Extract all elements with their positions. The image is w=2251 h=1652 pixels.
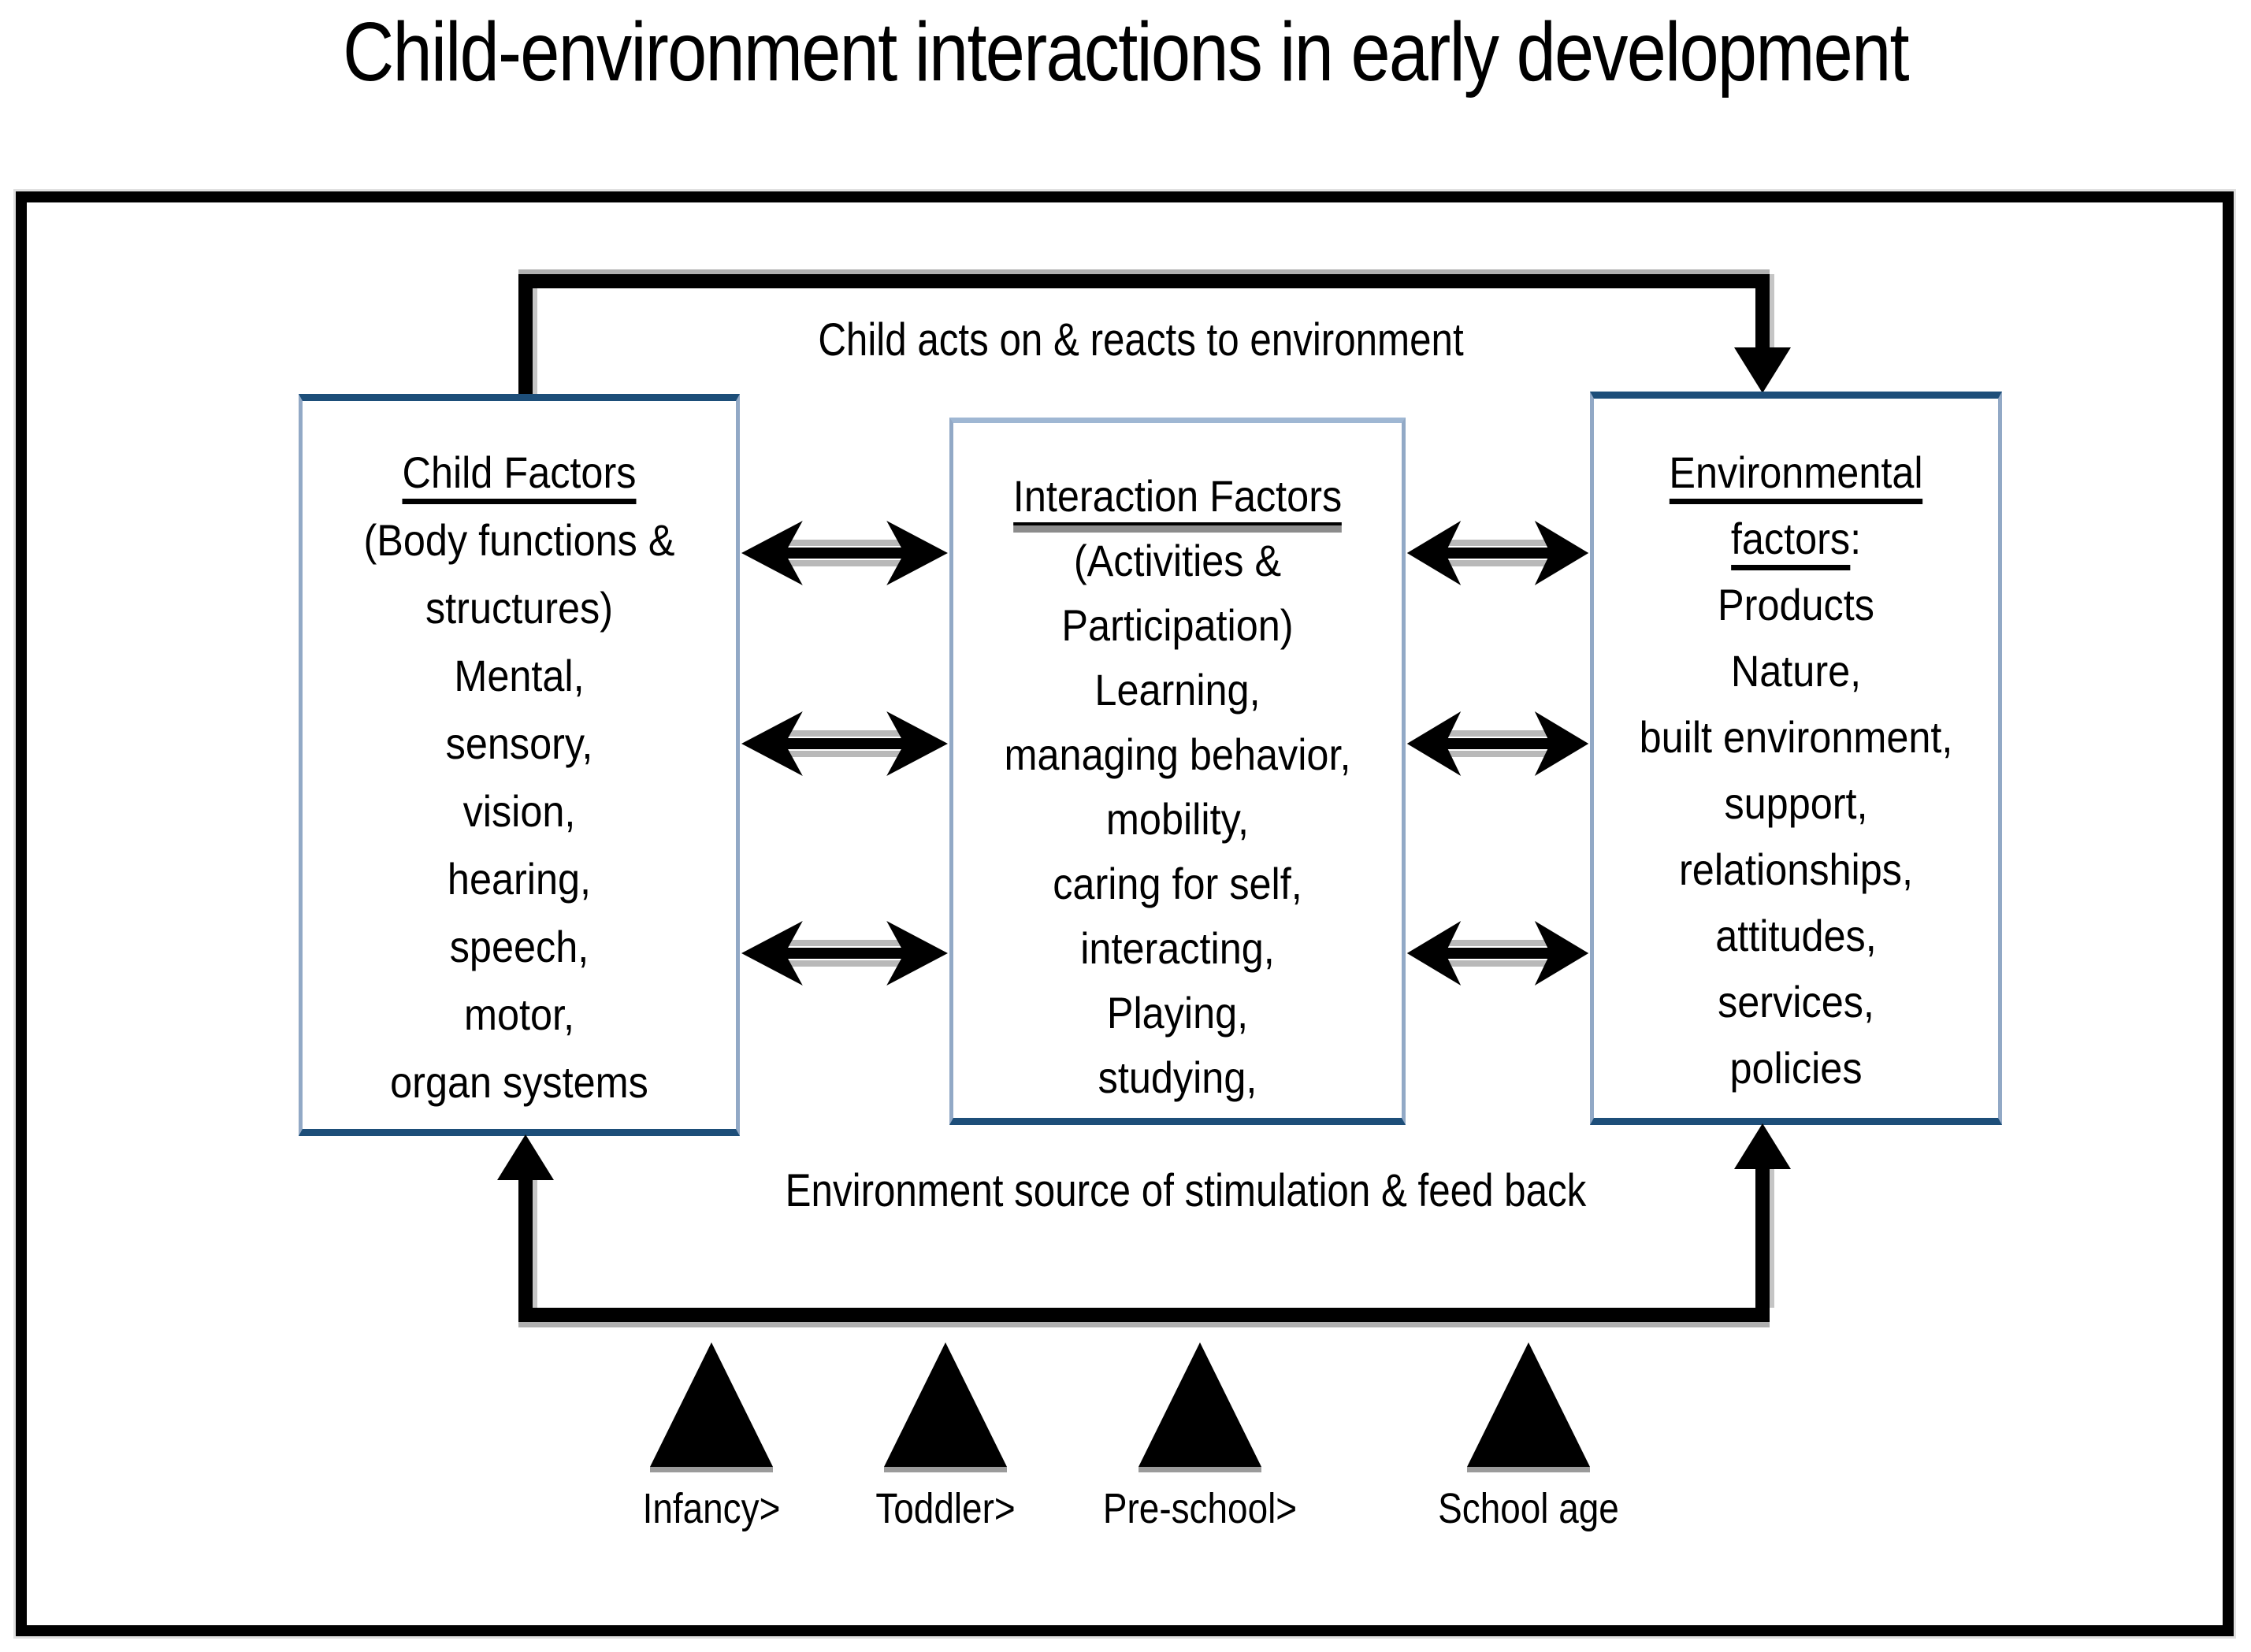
- box-line: (Body functions &: [363, 515, 675, 565]
- arrow-up-icon: [497, 1134, 554, 1180]
- double-arrow-icon: [741, 921, 948, 986]
- environmental-factors-box: Environmental factors: Products Nature, …: [1590, 392, 2002, 1125]
- triangle-shadow: [1467, 1467, 1590, 1472]
- interaction-environment-arrow-2: [1406, 708, 1590, 779]
- box-line: Products: [1718, 580, 1874, 629]
- diagram-frame: [16, 191, 2234, 1636]
- box-line: sensory,: [445, 718, 593, 768]
- double-arrow-icon: [741, 711, 948, 776]
- double-arrow-icon: [1406, 521, 1589, 585]
- box-line: support,: [1724, 778, 1868, 828]
- triangle-shadow: [650, 1467, 773, 1472]
- double-arrow-icon: [741, 521, 948, 585]
- box-line: hearing,: [447, 854, 592, 904]
- box-line: caring for self,: [1053, 859, 1302, 908]
- child-interaction-arrow-2: [740, 708, 949, 779]
- triangle-shadow: [1139, 1467, 1261, 1472]
- box-line: relationships,: [1679, 845, 1913, 894]
- timeline-triangle-icon: [1467, 1342, 1590, 1467]
- elbow-arrow-bottom-horizontal: [518, 1308, 1770, 1322]
- box-line: vision,: [462, 786, 576, 836]
- timeline-triangle-icon: [1139, 1342, 1261, 1467]
- double-arrow-icon: [1406, 711, 1589, 776]
- box-line: policies: [1729, 1043, 1863, 1093]
- box-line: mobility,: [1105, 794, 1250, 844]
- box-line: (Activities &: [1073, 536, 1282, 585]
- child-interaction-arrow-1: [740, 518, 949, 588]
- stage-label-toddler: Toddler>: [875, 1485, 1016, 1532]
- child-factors-box: Child Factors (Body functions & structur…: [299, 394, 740, 1136]
- top-flow-label: Child acts on & reacts to environment: [818, 314, 1464, 366]
- box-line: structures): [425, 583, 614, 633]
- box-line: speech,: [449, 922, 589, 971]
- double-arrow-icon: [1406, 921, 1589, 986]
- timeline-triangle-icon: [650, 1342, 773, 1467]
- box-line: interacting,: [1080, 923, 1275, 973]
- arrow-down-icon: [1734, 347, 1791, 393]
- elbow-arrow-bottom-right-segment: [1755, 1168, 1770, 1308]
- stage-label-preschool: Pre-school>: [1102, 1485, 1298, 1532]
- environmental-factors-heading: Environmental: [1614, 440, 1978, 506]
- box-line: motor,: [463, 989, 575, 1039]
- bottom-flow-label: Environment source of stimulation & feed…: [785, 1165, 1587, 1216]
- box-line: attitudes,: [1715, 911, 1877, 960]
- box-line: Participation): [1061, 600, 1294, 650]
- triangle-shadow: [884, 1467, 1007, 1472]
- environmental-factors-heading-2: factors:: [1614, 506, 1978, 572]
- stage-label-infancy: Infancy>: [642, 1485, 781, 1532]
- box-line: Learning,: [1094, 665, 1261, 715]
- page-title: Child-environment interactions in early …: [343, 6, 1909, 98]
- box-line: organ systems: [390, 1057, 648, 1107]
- interaction-environment-arrow-1: [1406, 518, 1590, 588]
- box-line: built environment,: [1639, 712, 1953, 762]
- box-line: studying,: [1098, 1052, 1257, 1102]
- elbow-arrow-top-left-segment: [518, 274, 533, 394]
- box-line: Playing,: [1106, 988, 1249, 1038]
- elbow-arrow-top-right-segment: [1755, 274, 1770, 353]
- box-line: Nature,: [1730, 646, 1862, 696]
- child-factors-heading: Child Factors: [325, 439, 715, 507]
- elbow-arrow-top-horizontal: [518, 274, 1770, 288]
- interaction-factors-heading: Interaction Factors: [975, 464, 1379, 529]
- interaction-environment-arrow-3: [1406, 918, 1590, 989]
- arrow-up-icon: [1734, 1123, 1791, 1169]
- box-line: services,: [1718, 977, 1874, 1026]
- child-interaction-arrow-3: [740, 918, 949, 989]
- stage-label-schoolage: School age: [1438, 1485, 1619, 1532]
- interaction-factors-box: Interaction Factors (Activities & Partic…: [949, 418, 1406, 1125]
- timeline-triangle-icon: [884, 1342, 1007, 1467]
- elbow-arrow-bottom-left-segment: [518, 1177, 533, 1308]
- box-line: Mental,: [454, 651, 585, 700]
- box-line: managing behavior,: [1004, 729, 1351, 779]
